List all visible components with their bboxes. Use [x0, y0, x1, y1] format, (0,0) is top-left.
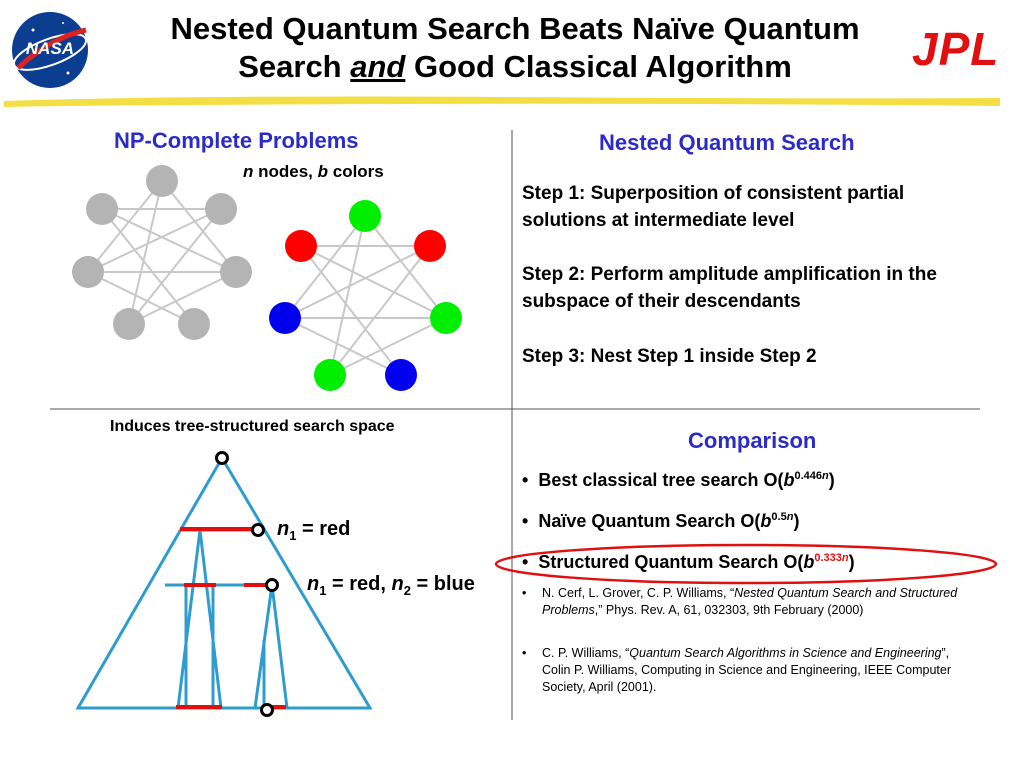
title-emphasis: and	[350, 49, 406, 84]
title-line-2-post: Good Classical Algorithm	[405, 49, 792, 84]
item-n: n	[786, 511, 794, 523]
item-exp: 0.446	[794, 470, 823, 482]
item-post: )	[793, 511, 800, 531]
item-n: n	[822, 470, 829, 482]
nasa-logo-graphic	[12, 12, 88, 88]
ref-title: Nested Quantum Search and Structured Pro…	[542, 586, 958, 617]
slide-title: Nested Quantum Search Beats Naïve Quantu…	[120, 10, 910, 86]
bullet: •	[522, 552, 529, 572]
np-complete-heading: NP-Complete Problems	[114, 128, 359, 153]
tree-nodes	[215, 451, 279, 717]
tree-red-segments	[176, 527, 286, 709]
label2-rest: = blue	[410, 573, 475, 595]
item-post: )	[848, 552, 855, 572]
label1-sub: 1	[289, 528, 297, 543]
ref-pre: C. P. Williams, “	[542, 646, 630, 660]
item-post: )	[828, 470, 835, 490]
gray-graph-nodes	[72, 165, 252, 340]
graph-caption-b: b	[317, 162, 329, 181]
item-exp: 0.333	[814, 552, 842, 564]
title-line-2: Search and Good Classical Algorithm	[120, 48, 910, 86]
nested-search-heading: Nested Quantum Search	[599, 130, 855, 155]
reference-1: • N. Cerf, L. Grover, C. P. Williams, “N…	[522, 585, 962, 619]
label2-n1: n	[307, 573, 320, 595]
nasa-logo-text: NASA	[25, 39, 75, 58]
highlight-ellipse	[494, 543, 998, 585]
ref-pre: N. Cerf, L. Grover, C. P. Williams, “	[542, 586, 735, 600]
nasa-logo: NASA	[8, 8, 92, 92]
graph-caption-end: colors	[328, 162, 384, 181]
comparison-item-classical: • Best classical tree search O(b0.446n)	[522, 470, 835, 491]
label2-n2: n	[391, 573, 404, 595]
step-1: Step 1: Superposition of consistent part…	[522, 183, 905, 231]
item-b: b	[783, 470, 795, 490]
label2-sub1: 1	[319, 583, 327, 598]
ref-bullet: •	[522, 586, 527, 600]
graph-caption-n: n	[243, 162, 254, 181]
item-text: Naïve Quantum Search O(	[538, 511, 761, 531]
level-2-label: n1 = red, n2 = blue	[307, 573, 475, 598]
label1-rest: = red	[296, 518, 351, 540]
label2-sub2: 2	[403, 583, 411, 598]
comparison-item-structured: • Structured Quantum Search O(b0.333n)	[522, 552, 855, 573]
step-3: Step 3: Nest Step 1 inside Step 2	[522, 346, 817, 367]
item-n: n	[841, 552, 849, 564]
label1-n: n	[277, 518, 290, 540]
item-text: Structured Quantum Search O(	[538, 552, 804, 572]
item-exp: 0.5	[771, 511, 787, 523]
bullet: •	[522, 511, 529, 531]
tree-caption: Induces tree-structured search space	[110, 418, 395, 435]
label2-mid: = red,	[326, 573, 392, 595]
comparison-item-naive: • Naïve Quantum Search O(b0.5n)	[522, 511, 799, 532]
ref-bullet: •	[522, 646, 527, 660]
level-1-label: n1 = red	[277, 518, 350, 543]
ref-title: Quantum Search Algorithms in Science and…	[629, 646, 942, 660]
item-b: b	[760, 511, 772, 531]
title-banner-stroke	[4, 96, 1000, 107]
colored-graph	[284, 215, 447, 376]
graph-caption: n nodes, b colors	[243, 162, 384, 182]
colored-graph-nodes	[269, 200, 462, 391]
step-2: Step 2: Perform amplitude amplification …	[522, 264, 937, 312]
graph-caption-mid: nodes,	[253, 162, 318, 181]
title-line-1: Nested Quantum Search Beats Naïve Quantu…	[170, 11, 860, 46]
bullet: •	[522, 470, 529, 490]
title-line-2-pre: Search	[238, 49, 351, 84]
ref-post: ”, Colin P. Williams, Computing in Scien…	[542, 646, 951, 694]
ref-post: ,” Phys. Rev. A, 61, 032303, 9th Februar…	[594, 603, 864, 617]
reference-2: • C. P. Williams, “Quantum Search Algori…	[522, 645, 962, 696]
item-b: b	[803, 552, 815, 572]
comparison-heading: Comparison	[688, 428, 817, 453]
item-text: Best classical tree search O(	[538, 470, 784, 490]
jpl-logo: JPL	[912, 23, 1000, 75]
gray-graph	[87, 180, 237, 325]
